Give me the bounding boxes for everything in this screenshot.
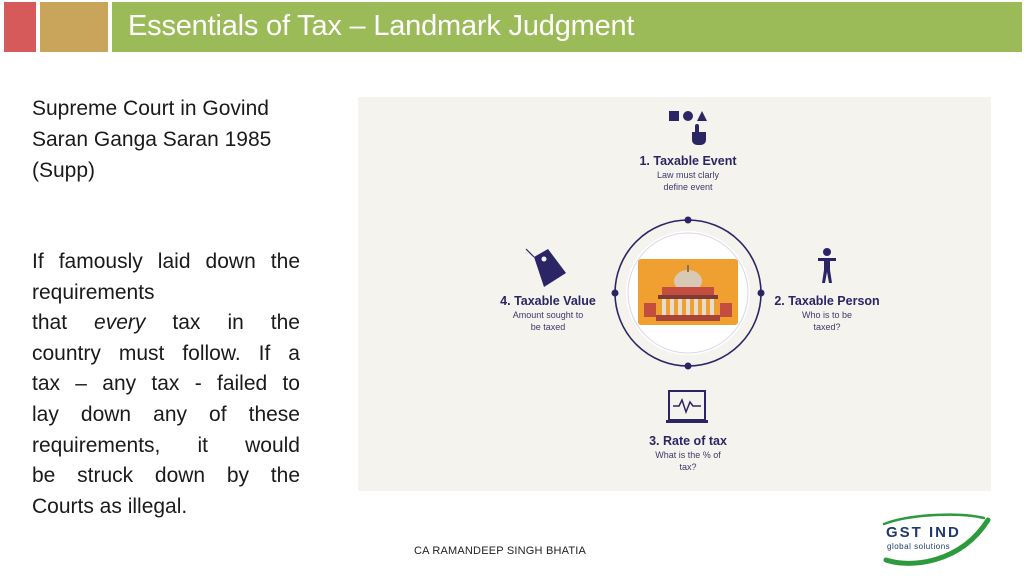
- ring-node-bottom: [684, 362, 692, 370]
- tax-essentials-diagram: 1. Taxable Event Law must clarly define …: [358, 97, 991, 491]
- header-bar: [112, 2, 1022, 52]
- taxable-person-label: 2. Taxable Person Who is to be taxed?: [759, 294, 895, 333]
- para-line: that every tax in the: [32, 308, 300, 339]
- ring-node-left: [611, 289, 619, 297]
- taxable-person-desc: Who is to be: [801, 310, 853, 320]
- taxable-event-desc: Law must clarly: [656, 170, 719, 180]
- para-line: be struck down by the: [32, 464, 300, 488]
- para-line: country must follow. If a: [32, 341, 300, 365]
- taxable-person-desc: taxed?: [813, 322, 841, 332]
- para-line: lay down any of these: [32, 402, 300, 426]
- para-line: If famously laid down the: [32, 250, 300, 273]
- price-tag-icon: [525, 248, 566, 287]
- taxable-value-desc: be taxed: [530, 322, 566, 332]
- rate-of-tax-title: 3. Rate of tax: [649, 434, 727, 448]
- logo-swoosh-icon: [882, 513, 991, 566]
- para-line: tax – any tax - failed to: [32, 372, 300, 396]
- taxable-person-title: 2. Taxable Person: [774, 294, 880, 308]
- para-line: requirements, it would: [32, 433, 300, 457]
- logo-tagline: global solutions: [887, 542, 951, 551]
- footer-author: CA RAMANDEEP SINGH BHATIA: [414, 545, 587, 557]
- taxable-value-desc: Amount sought to: [512, 310, 584, 320]
- taxable-event-desc: define event: [663, 182, 713, 192]
- header-accent-red: [4, 2, 36, 52]
- gst-ind-logo: GST IND global solutions: [880, 512, 995, 568]
- rate-of-tax-desc: tax?: [679, 462, 697, 472]
- logo-wordmark: GST IND: [886, 524, 961, 541]
- slide-title: Essentials of Tax – Landmark Judgment: [128, 10, 635, 42]
- person-icon: [818, 248, 836, 283]
- monitor-pulse-icon: [666, 390, 708, 423]
- para-line: requirements: [32, 280, 155, 304]
- rate-of-tax-label: 3. Rate of tax What is the % of tax?: [613, 434, 763, 473]
- ring-node-top: [684, 216, 692, 224]
- taxable-event-label: 1. Taxable Event Law must clarly define …: [613, 154, 763, 193]
- shapes-pointer-icon: [669, 111, 707, 145]
- diagram-graphic: [525, 111, 836, 423]
- court-reference: Supreme Court in Govind Saran Ganga Sara…: [32, 97, 272, 182]
- taxable-value-title: 4. Taxable Value: [500, 294, 596, 308]
- body-paragraph: If famously laid down the requirements t…: [32, 247, 300, 522]
- para-word: tax in the: [145, 311, 300, 335]
- header-accent-olive: [40, 2, 108, 52]
- para-emphasis: every: [94, 311, 146, 335]
- ring-node-right: [757, 289, 765, 297]
- para-line: Courts as illegal.: [32, 494, 188, 518]
- para-word: that: [32, 311, 95, 335]
- taxable-event-title: 1. Taxable Event: [639, 154, 737, 168]
- supreme-court-icon: [626, 231, 750, 355]
- taxable-value-label: 4. Taxable Value Amount sought to be tax…: [478, 294, 618, 333]
- rate-of-tax-desc: What is the % of: [655, 450, 721, 460]
